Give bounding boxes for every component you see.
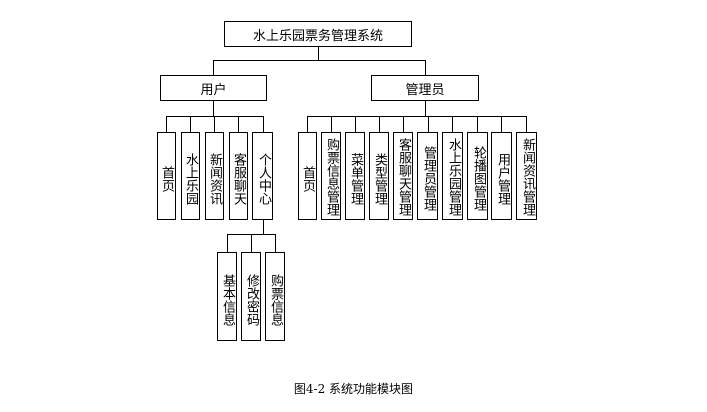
connector xyxy=(379,116,380,132)
admin-child-menu-mgmt: 菜单管理 xyxy=(345,132,365,220)
connector xyxy=(526,116,527,132)
admin-child-label: 管理员管理 xyxy=(421,145,436,211)
root-branch-line xyxy=(213,60,425,61)
connector xyxy=(238,116,239,132)
user-child-label: 水上乐园 xyxy=(183,153,198,205)
admin-child-news-mgmt: 新闻资讯管理 xyxy=(516,132,537,220)
user-node: 用户 xyxy=(160,75,267,101)
user-child-label: 新闻资讯 xyxy=(207,153,222,205)
admin-child-type-mgmt: 类型管理 xyxy=(369,132,389,220)
connector xyxy=(452,116,453,132)
pc-child-label: 购票信息 xyxy=(268,273,283,326)
connector xyxy=(331,116,332,132)
admin-label: 管理员 xyxy=(405,82,445,98)
admin-child-label: 水上乐园管理 xyxy=(446,137,461,216)
connector xyxy=(428,116,429,132)
user-child-label: 个人中心 xyxy=(256,153,271,205)
user-child-personal-center: 个人中心 xyxy=(252,132,273,220)
admin-node: 管理员 xyxy=(371,75,479,101)
connector xyxy=(227,234,228,252)
admin-child-admin-mgmt: 管理员管理 xyxy=(417,132,438,220)
admin-child-home: 首页 xyxy=(298,132,317,220)
user-child-label: 客服聊天 xyxy=(231,153,246,205)
admin-child-label: 菜单管理 xyxy=(348,153,363,205)
connector xyxy=(501,116,502,132)
user-child-water-park: 水上乐园 xyxy=(181,132,200,220)
admin-child-label: 客服聊天管理 xyxy=(396,137,411,216)
connector xyxy=(166,116,167,132)
user-child-news: 新闻资讯 xyxy=(205,132,224,220)
pc-child-basic-info: 基本信息 xyxy=(217,252,237,341)
connector xyxy=(355,116,356,132)
pc-child-change-password: 修改密码 xyxy=(241,252,261,341)
connector xyxy=(190,116,191,132)
root-stem xyxy=(318,47,319,60)
admin-child-user-mgmt: 用户管理 xyxy=(491,132,512,220)
admin-child-label: 轮播图管理 xyxy=(471,145,486,211)
admin-child-label: 首页 xyxy=(300,166,315,192)
figure-caption: 图4-2 系统功能模块图 xyxy=(293,382,414,396)
admin-child-water-park-mgmt: 水上乐园管理 xyxy=(442,132,463,220)
connector xyxy=(403,116,404,132)
admin-child-stem xyxy=(425,101,426,116)
user-child-label: 首页 xyxy=(159,166,174,192)
admin-child-carousel-mgmt: 轮播图管理 xyxy=(467,132,488,220)
user-label: 用户 xyxy=(200,82,227,98)
user-child-home: 首页 xyxy=(157,132,176,220)
admin-stem xyxy=(425,60,426,75)
connector xyxy=(251,234,252,252)
admin-child-branch-line xyxy=(307,116,526,117)
pc-child-label: 修改密码 xyxy=(244,273,259,326)
connector xyxy=(263,116,264,132)
user-stem xyxy=(213,60,214,75)
admin-child-label: 类型管理 xyxy=(372,153,387,205)
pc-child-label: 基本信息 xyxy=(220,273,235,326)
user-child-chat: 客服聊天 xyxy=(229,132,248,220)
personal-center-stem xyxy=(263,220,264,234)
admin-child-label: 购票信息管理 xyxy=(324,137,339,216)
connector xyxy=(477,116,478,132)
pc-child-ticket-info: 购票信息 xyxy=(265,252,285,341)
root-label: 水上乐园票务管理系统 xyxy=(252,28,383,44)
root-node: 水上乐园票务管理系统 xyxy=(224,21,412,47)
connector xyxy=(275,234,276,252)
connector xyxy=(214,116,215,132)
user-child-stem xyxy=(213,101,214,116)
connector xyxy=(307,116,308,132)
admin-child-label: 新闻资讯管理 xyxy=(520,137,535,216)
admin-child-label: 用户管理 xyxy=(495,153,510,205)
admin-child-ticket-info-mgmt: 购票信息管理 xyxy=(321,132,341,220)
admin-child-chat-mgmt: 客服聊天管理 xyxy=(393,132,413,220)
